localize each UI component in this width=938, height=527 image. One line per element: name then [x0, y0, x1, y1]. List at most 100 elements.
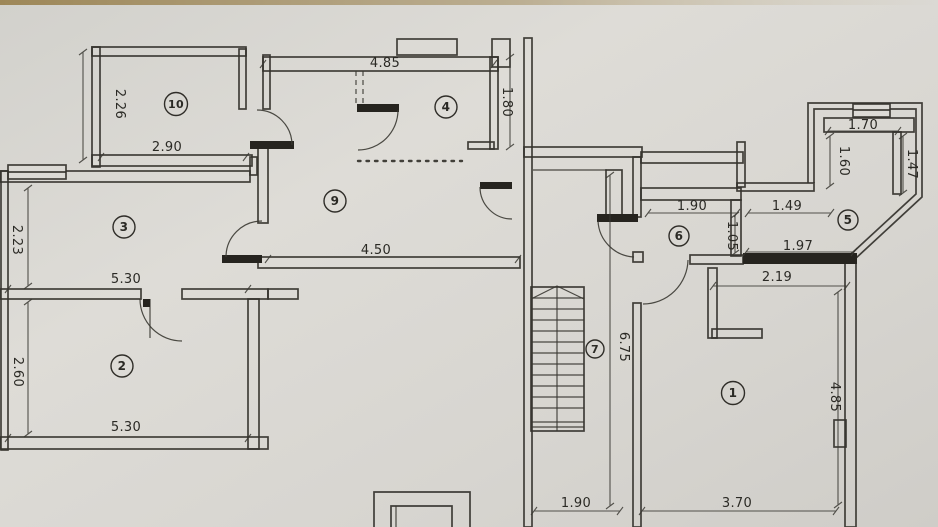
staircase [530, 285, 585, 432]
door-arc-room9-left [225, 220, 263, 258]
dim-label-room6-width: 1.90 [677, 199, 707, 214]
wall [736, 141, 746, 188]
dim-ticks-room9-width [264, 254, 522, 264]
wall [632, 302, 642, 527]
dim-line-room10-height [78, 48, 88, 164]
dim-label-hall5-width: 1.49 [772, 199, 802, 214]
room-circle-5 [837, 209, 859, 231]
door-leaf [222, 255, 262, 263]
dim-label-room10-height: 2.26 [112, 89, 127, 119]
room-circle-6 [668, 225, 690, 247]
dim-label-room2-width: 5.30 [111, 420, 141, 435]
wall [736, 182, 815, 192]
door-arc-room10 [256, 109, 293, 146]
outer-wall-inner [813, 108, 917, 255]
dim-line-stair-hall [605, 171, 615, 510]
dim-ticks-room4-width [259, 59, 498, 69]
room-badge-2: 2 [110, 354, 134, 378]
room-badge-6: 6 [668, 225, 690, 247]
door-leaf [357, 104, 399, 112]
door-arcs [139, 109, 689, 342]
room-badge-3: 3 [112, 215, 136, 239]
door-leaf [480, 182, 512, 189]
wall [523, 37, 533, 527]
wall [247, 298, 260, 450]
dim-label-room1-height: 4.85 [827, 382, 842, 412]
room-circle-9 [323, 189, 347, 213]
room-badge-4: 4 [434, 95, 458, 119]
dim-label-stair-hall: 6.75 [616, 332, 631, 362]
door-arc-room1 [642, 259, 689, 305]
room-badge-9: 9 [323, 189, 347, 213]
dim-label-room5-right: 1.47 [904, 149, 919, 179]
paper-edge [0, 0, 938, 5]
dim-label-room9-width: 4.50 [361, 243, 391, 258]
outer-wall [807, 102, 923, 260]
wall [262, 54, 271, 110]
room-circle-1 [720, 380, 746, 406]
stair-winder [530, 285, 585, 300]
stair-treads [531, 297, 584, 409]
dim-line-room1-top [709, 281, 851, 291]
dim-line-room1-width [638, 506, 840, 516]
wall [0, 170, 9, 451]
dim-label-room2-height: 2.60 [10, 357, 25, 387]
dim-line-room5-right [898, 132, 908, 197]
room-badge-5: 5 [837, 209, 859, 231]
dim-label-room6-height: 1.05 [724, 221, 739, 251]
dim-line-room2-height [23, 298, 33, 438]
wall [467, 141, 495, 150]
wall [249, 156, 258, 176]
shaft [491, 38, 511, 68]
room-circle-7 [585, 339, 605, 359]
dim-label-room1-width: 3.70 [722, 496, 752, 511]
dim-line-room6-height [730, 211, 740, 257]
room-badge-10: 10 [163, 91, 189, 117]
dim-line-room4-height [505, 53, 515, 151]
room-circle-2 [110, 354, 134, 378]
dim-label-room4-width: 4.85 [370, 56, 400, 71]
room-number-2: 2 [118, 359, 127, 373]
dim-line-hall-bottom [530, 506, 624, 516]
door-leaf [597, 214, 638, 222]
dim-ticks-room10-width [97, 152, 250, 162]
wall [91, 154, 253, 167]
wall [823, 117, 915, 133]
room-badge-1: 1 [720, 380, 746, 406]
dim-label-room1-top: 2.19 [762, 270, 792, 285]
dim-label-room5-left: 1.60 [836, 146, 851, 176]
room-badge-7: 7 [585, 339, 605, 359]
door-arc-room6 [597, 220, 635, 258]
room-number-5: 5 [844, 213, 853, 227]
wall [0, 170, 251, 183]
wall-stub [267, 288, 299, 300]
dim-label-room10-width: 2.90 [152, 140, 182, 155]
bay-window [396, 38, 458, 56]
dim-line-room5-left [825, 132, 835, 190]
dim-line-hall5-bottom [742, 247, 858, 257]
dim-line-room5-width [824, 126, 902, 136]
wall [91, 46, 101, 168]
wall [730, 199, 742, 257]
room-number-1: 1 [729, 386, 738, 400]
wall [238, 48, 247, 110]
dim-label-room5-width: 1.70 [848, 118, 878, 133]
window [833, 419, 847, 448]
room-number-7: 7 [591, 343, 599, 356]
dim-ticks-room3-width [4, 284, 252, 294]
entry-box-inner [390, 505, 453, 527]
door-leaf [250, 141, 294, 149]
dim-line-room3-height [23, 184, 33, 290]
wall [640, 151, 744, 164]
dim-line-hall5-width [744, 208, 835, 218]
dimension-lines [4, 48, 908, 516]
entry-box [373, 491, 471, 527]
dim-ticks-room2-width [4, 433, 252, 443]
dimension-labels: 2.26 2.90 4.85 1.80 2.23 5.30 2.60 5.30 … [9, 56, 919, 511]
door-arc-room2 [139, 298, 183, 342]
room-circle-4 [434, 95, 458, 119]
dim-label-hall5-bottom: 1.97 [783, 239, 813, 254]
wall [0, 436, 269, 450]
dim-label-room3-width: 5.30 [111, 272, 141, 287]
